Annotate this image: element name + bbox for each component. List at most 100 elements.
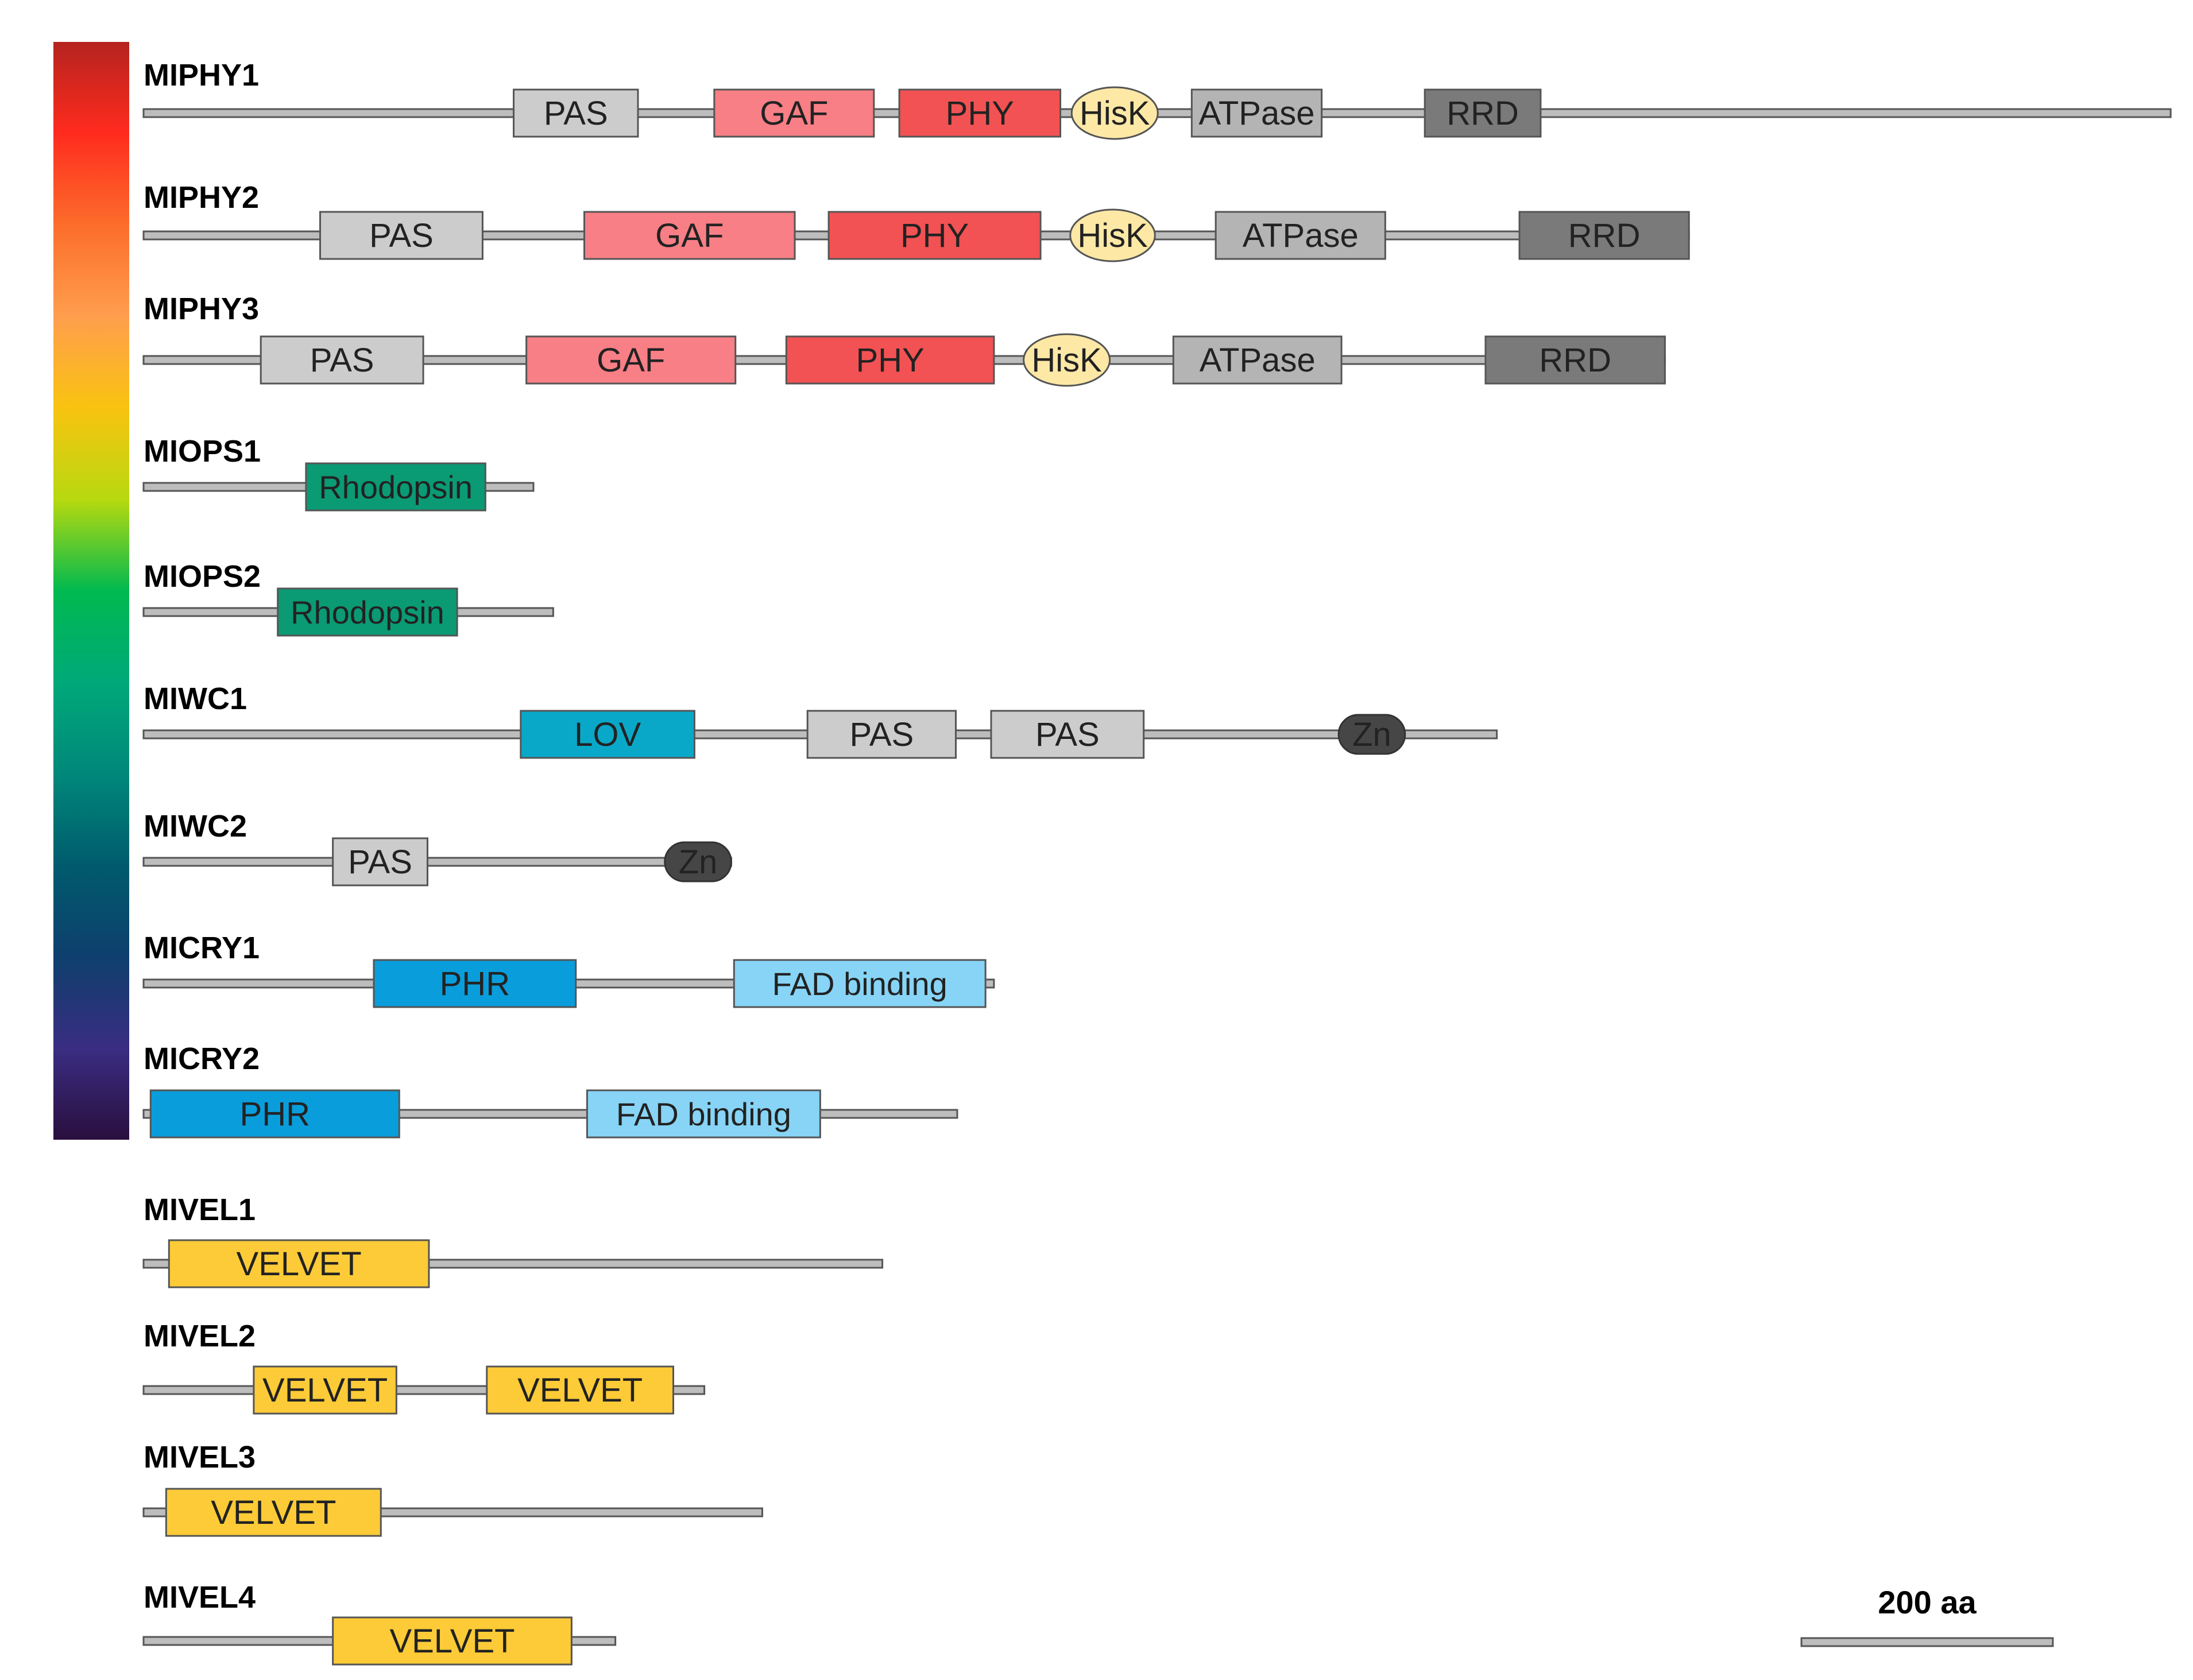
domain-gaf bbox=[583, 211, 796, 260]
domain-label: PAS bbox=[544, 95, 608, 132]
domain-velvet bbox=[253, 1365, 397, 1415]
domain-rhodopsin bbox=[305, 462, 486, 512]
protein-name: MIPHY1 bbox=[144, 58, 259, 92]
domain-pas bbox=[319, 211, 484, 260]
domain-pas bbox=[260, 335, 424, 385]
scale-bar-label: 200 aa bbox=[1878, 1584, 1977, 1620]
domain-label: HisK bbox=[1031, 342, 1102, 379]
domain-label: FAD binding bbox=[772, 966, 947, 1002]
domain-rrd bbox=[1424, 88, 1542, 138]
domain-label: Zn bbox=[679, 843, 718, 881]
domain-label: PHR bbox=[240, 1096, 310, 1133]
protein-name: MIPHY2 bbox=[144, 180, 259, 215]
domain-label: ATPase bbox=[1243, 217, 1359, 254]
domain-rrd bbox=[1518, 211, 1690, 260]
domain-label: HisK bbox=[1080, 95, 1150, 132]
protein-name: MIWC2 bbox=[144, 809, 247, 843]
scale-bar: 200 aa bbox=[1800, 1584, 2054, 1647]
domain-pas bbox=[990, 710, 1145, 759]
domain-label: LOV bbox=[574, 716, 641, 753]
domain-label: RRD bbox=[1568, 217, 1641, 254]
domain-pas bbox=[332, 837, 428, 887]
domain-hisk bbox=[1023, 333, 1111, 387]
domain-velvet bbox=[165, 1488, 382, 1537]
domain-pas bbox=[806, 710, 957, 759]
domain-label: GAF bbox=[760, 95, 828, 132]
domain-label: VELVET bbox=[517, 1372, 643, 1409]
domain-label: VELVET bbox=[389, 1623, 515, 1660]
domain-label: RRD bbox=[1446, 95, 1519, 132]
domain-label: PAS bbox=[369, 217, 434, 254]
domain-atpase bbox=[1215, 211, 1386, 260]
domain-velvet bbox=[168, 1239, 430, 1288]
domain-hisk bbox=[1069, 208, 1156, 262]
domain-label: GAF bbox=[597, 342, 665, 379]
domain-label: PAS bbox=[348, 843, 412, 881]
domain-phr bbox=[373, 959, 577, 1008]
domain-velvet bbox=[332, 1616, 573, 1666]
domain-label: PAS bbox=[849, 716, 914, 753]
domain-label: ATPase bbox=[1198, 95, 1314, 132]
domain-label: FAD binding bbox=[616, 1096, 791, 1132]
domain-fad bbox=[586, 1089, 821, 1139]
domain-fad bbox=[733, 959, 987, 1008]
domain-label: Rhodopsin bbox=[319, 469, 473, 505]
domain-label: VELVET bbox=[211, 1494, 336, 1531]
domain-label: PHR bbox=[440, 965, 510, 1002]
protein-name: MIPHY3 bbox=[144, 292, 259, 326]
domain-phr bbox=[149, 1089, 400, 1139]
protein-name: MIWC1 bbox=[144, 682, 247, 716]
domain-label: Rhodopsin bbox=[291, 594, 444, 630]
protein-name: MIOPS2 bbox=[144, 559, 261, 594]
domain-atpase bbox=[1172, 335, 1343, 385]
wavelength-color-bar bbox=[53, 42, 129, 1140]
domain-label: PHY bbox=[900, 217, 969, 254]
domain-label: PHY bbox=[946, 95, 1014, 132]
domain-gaf bbox=[713, 88, 875, 138]
domain-label: VELVET bbox=[262, 1372, 388, 1409]
domain-label: PHY bbox=[856, 342, 924, 379]
scale-bar-line bbox=[1800, 1637, 2054, 1647]
domain-label: GAF bbox=[655, 217, 724, 254]
domain-pas bbox=[513, 88, 639, 138]
domain-label: PAS bbox=[1035, 716, 1100, 753]
protein-name: MIVEL1 bbox=[144, 1193, 256, 1227]
domain-zn bbox=[664, 841, 732, 882]
protein-name: MIVEL2 bbox=[144, 1319, 256, 1353]
domain-phy bbox=[827, 211, 1042, 260]
protein-backbone bbox=[142, 857, 732, 867]
domain-label: HisK bbox=[1077, 217, 1148, 254]
domain-label: VELVET bbox=[237, 1245, 362, 1283]
domain-label: PAS bbox=[310, 342, 374, 379]
domain-lov bbox=[520, 710, 695, 759]
domain-atpase bbox=[1190, 88, 1323, 138]
domain-label: Zn bbox=[1352, 716, 1391, 753]
domain-label: RRD bbox=[1539, 342, 1611, 379]
domain-hisk bbox=[1070, 86, 1159, 140]
domain-phy bbox=[898, 88, 1062, 138]
protein-name: MIVEL4 bbox=[144, 1580, 256, 1615]
domain-rrd bbox=[1484, 335, 1666, 385]
domain-rhodopsin bbox=[277, 587, 458, 637]
domain-label: ATPase bbox=[1200, 342, 1316, 379]
domain-zn bbox=[1337, 714, 1406, 755]
protein-name: MIOPS1 bbox=[144, 434, 261, 469]
domain-phy bbox=[785, 335, 995, 385]
protein-name: MIVEL3 bbox=[144, 1440, 256, 1474]
